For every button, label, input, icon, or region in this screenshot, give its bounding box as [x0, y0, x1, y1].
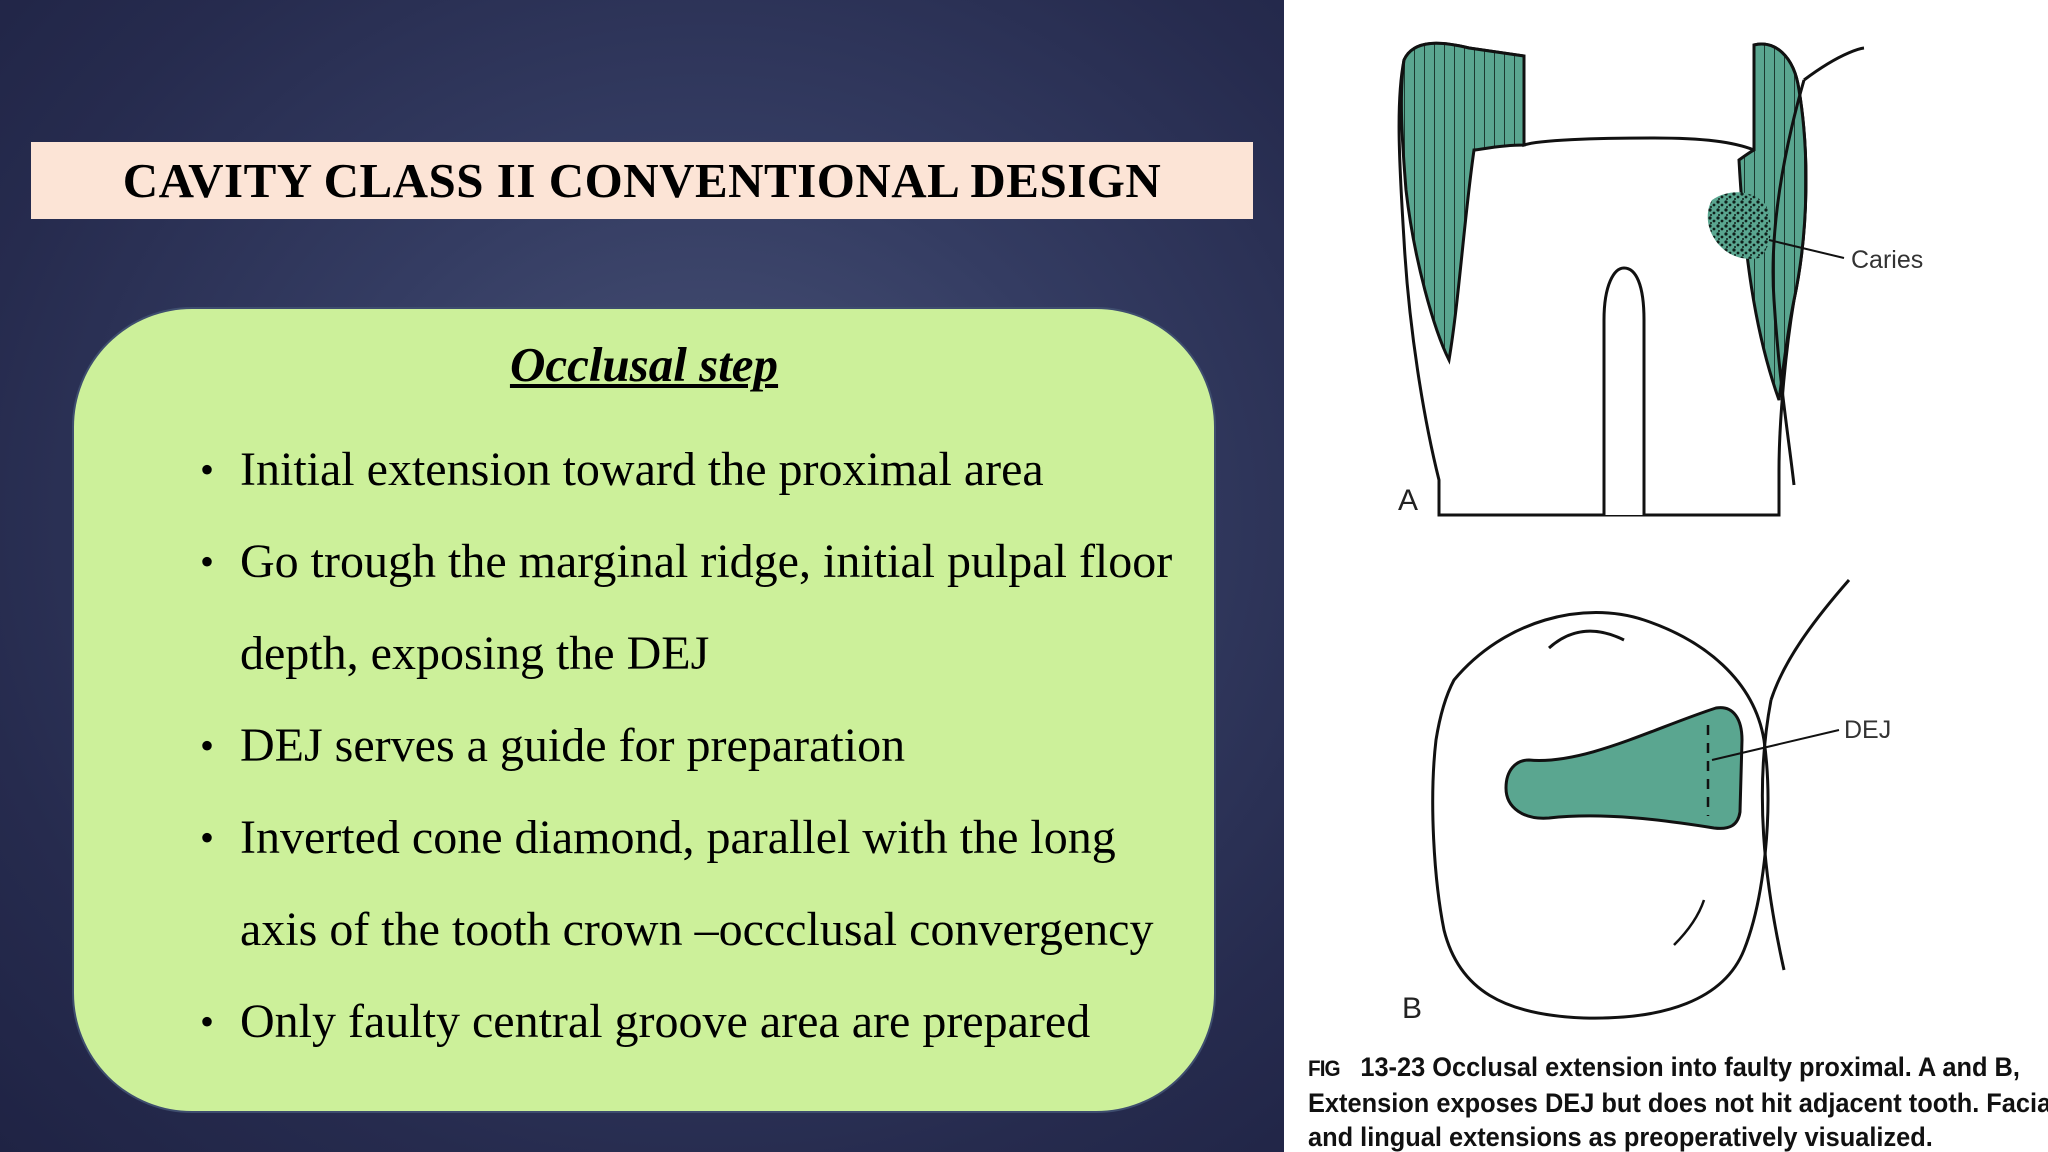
caption-line: and lingual extensions as preoperatively… [1308, 1122, 1933, 1152]
figure-panel: Caries A DEJ B FIG 13-23 Occlusal extensi… [1284, 0, 2048, 1152]
figure-b-label: B [1402, 992, 1422, 1025]
figure-caption: FIG 13-23 Occlusal extension into faulty … [1308, 1050, 2048, 1152]
slide-title: CAVITY CLASS II CONVENTIONAL DESIGN [122, 153, 1162, 208]
bullet-dot: • [200, 447, 215, 492]
bullet-continuation: depth, exposing the DEJ [124, 608, 1204, 700]
bullet-text: Initial extension toward the proximal ar… [240, 443, 1044, 496]
bullet-text: Only faulty central groove area are prep… [240, 995, 1091, 1048]
callout-dej: DEJ [1844, 716, 1891, 744]
caption-line: Extension exposes DEJ but does not hit a… [1308, 1088, 2048, 1118]
content-box: Occlusal step • Initial extension toward… [72, 307, 1216, 1113]
callout-caries: Caries [1851, 246, 1923, 274]
bullet-dot: • [200, 815, 215, 860]
bullet-text: axis of the tooth crown –occclusal conve… [240, 903, 1154, 956]
bullet-continuation: axis of the tooth crown –occclusal conve… [124, 884, 1204, 976]
figure-b-occlusal-view [1431, 579, 1851, 1020]
bullet-item: • Initial extension toward the proximal … [124, 424, 1204, 516]
bullet-dot: • [200, 723, 215, 768]
bullet-item: • DEJ serves a guide for preparation [124, 700, 1204, 792]
bullet-item: • Inverted cone diamond, parallel with t… [124, 792, 1204, 884]
bullet-text: Go trough the marginal ridge, initial pu… [240, 535, 1173, 588]
figure-a-tooth-section [1397, 41, 1865, 517]
figure-tag: FIG [1308, 1056, 1341, 1081]
caption-line: FIG 13-23 Occlusal extension into faulty … [1308, 1050, 2022, 1086]
bullet-dot: • [200, 999, 215, 1044]
bullet-text: DEJ serves a guide for preparation [240, 719, 906, 772]
title-bar: CAVITY CLASS II CONVENTIONAL DESIGN [31, 142, 1253, 219]
bullet-item: • Only faulty central groove area are pr… [124, 976, 1204, 1068]
caption-text: 13-23 Occlusal extension into faulty pro… [1360, 1052, 2020, 1082]
bullet-list: • Initial extension toward the proximal … [124, 424, 1204, 1068]
figure-a-label: A [1398, 484, 1418, 517]
tooth-diagram: Caries A DEJ B [1397, 41, 1923, 1025]
bullet-item: • Go trough the marginal ridge, initial … [124, 516, 1204, 608]
bullet-dot: • [200, 539, 215, 584]
section-heading: Occlusal step [509, 337, 779, 392]
bullet-text: depth, exposing the DEJ [240, 627, 710, 680]
bullet-text: Inverted cone diamond, parallel with the… [240, 811, 1116, 864]
